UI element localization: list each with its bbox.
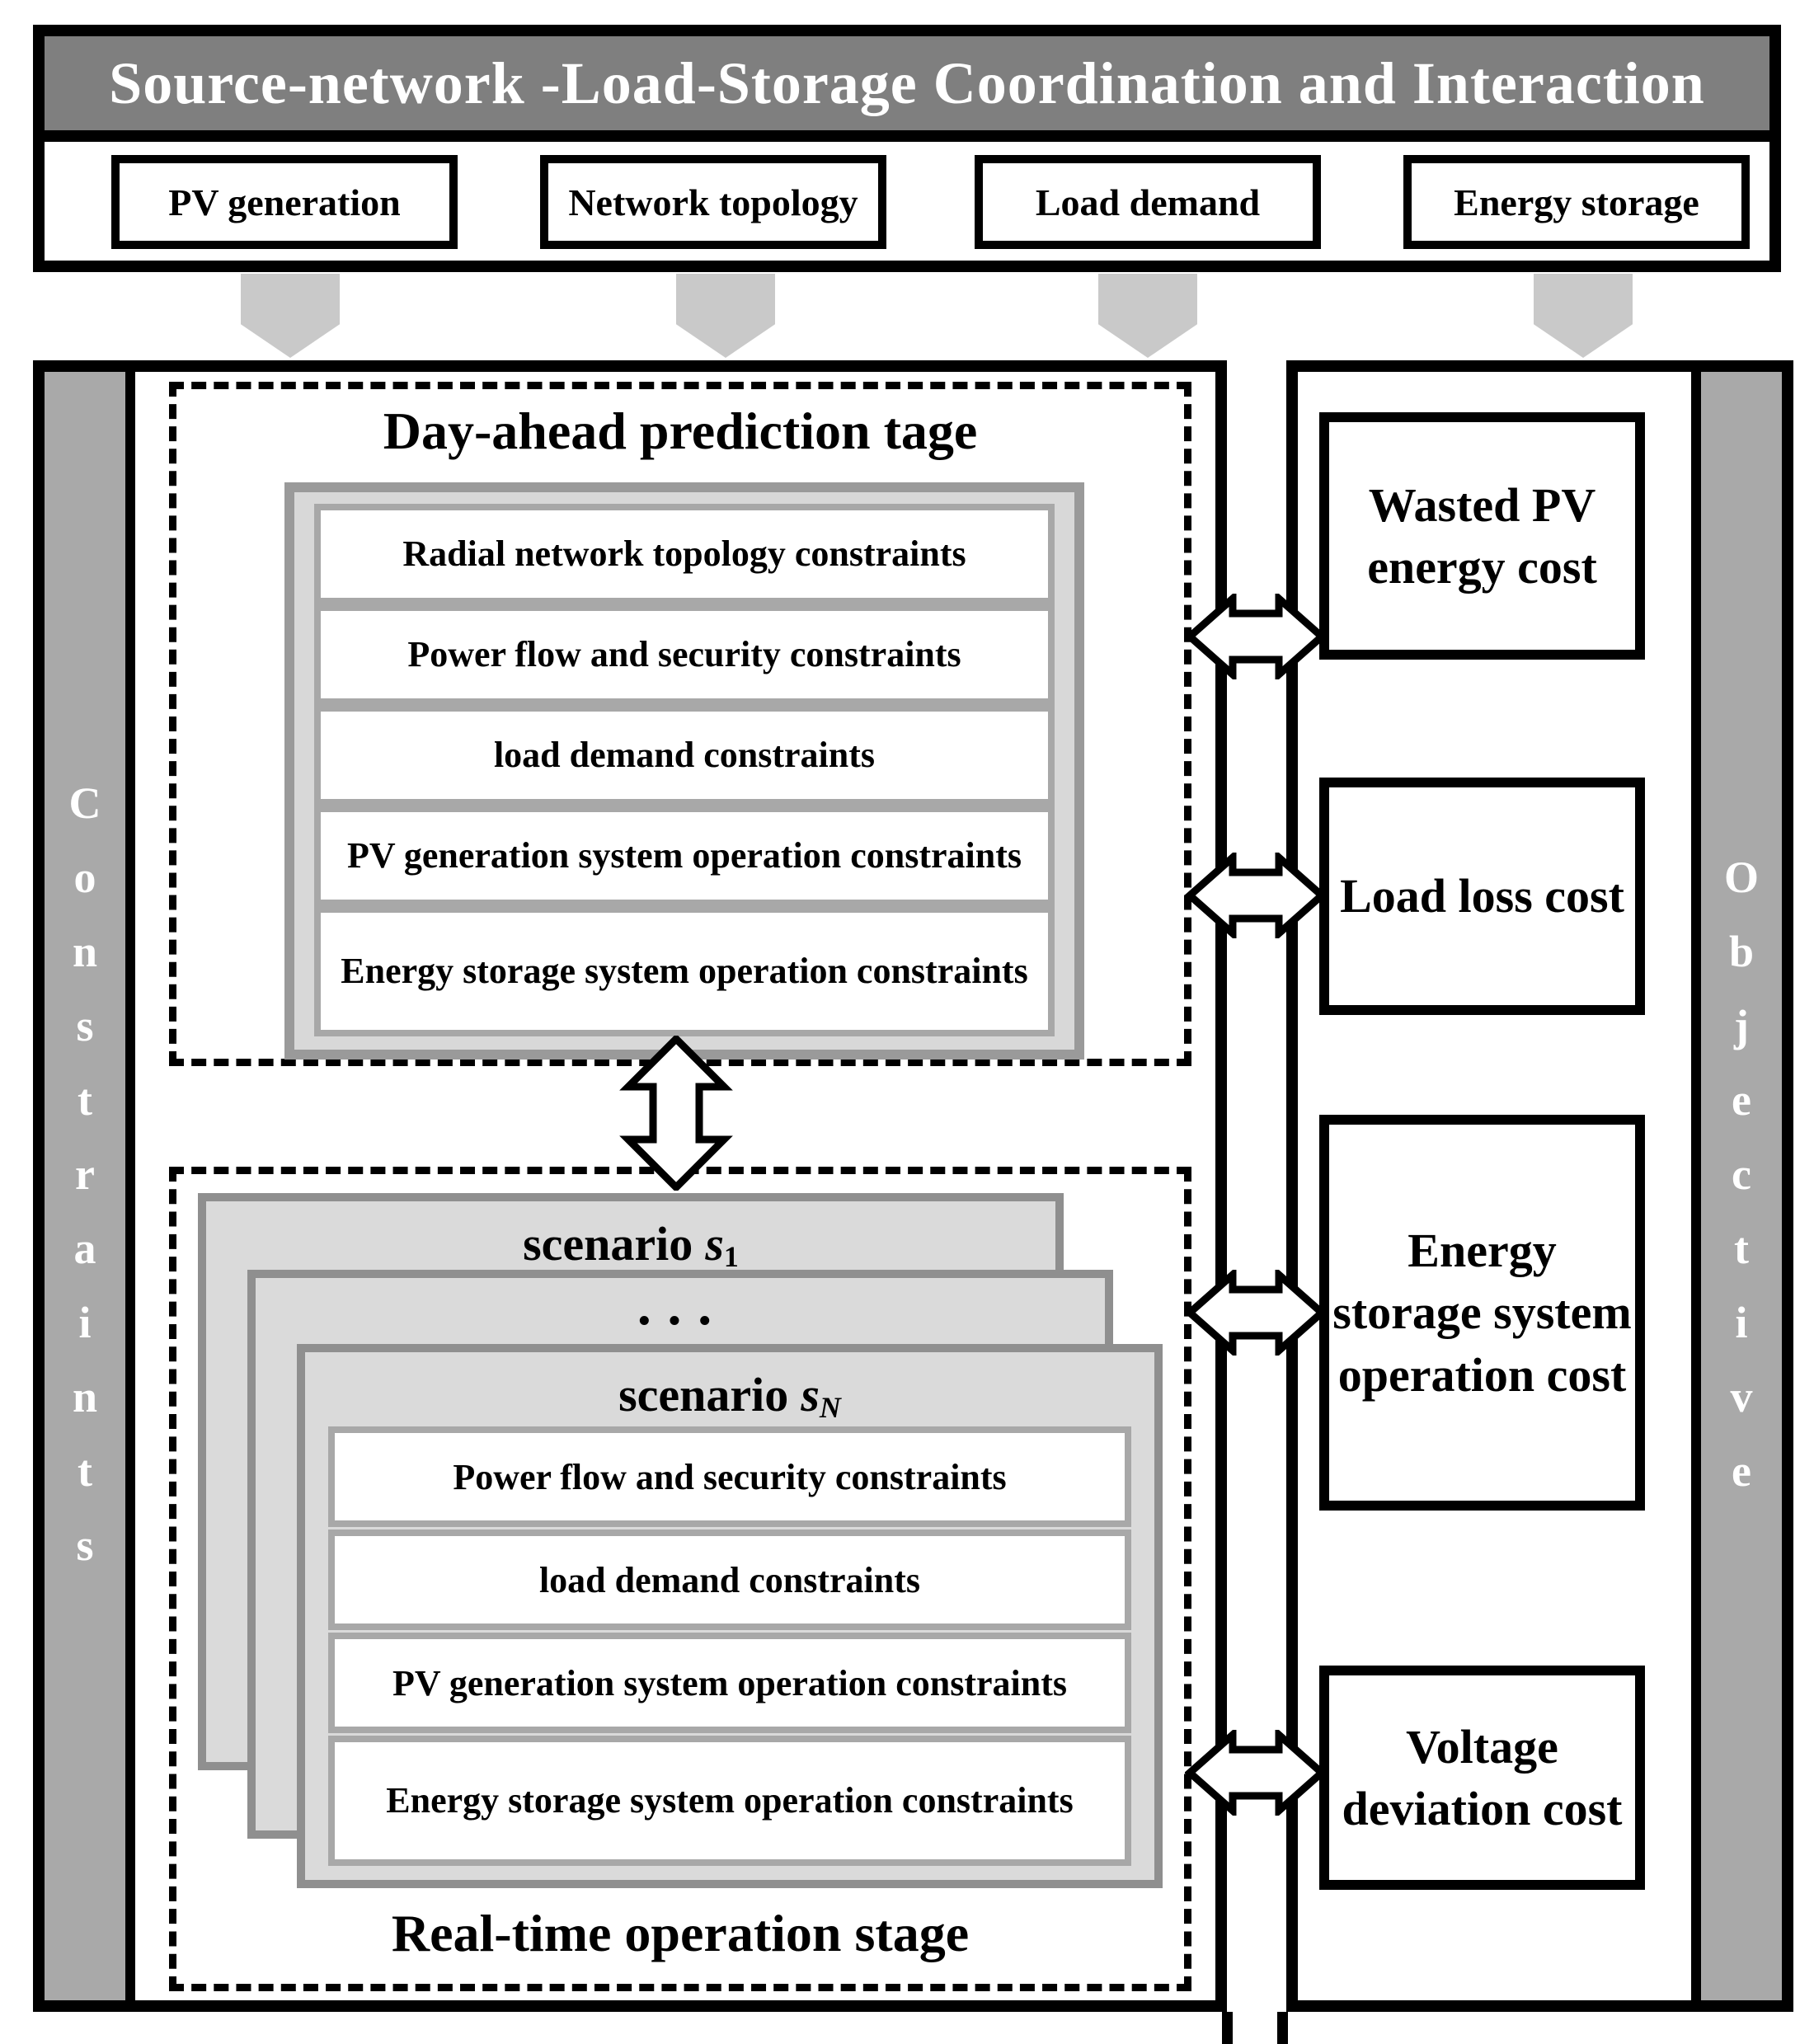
down-arrow-icon: [1534, 274, 1633, 358]
source-label: Load demand: [1035, 181, 1261, 223]
banner-title: Source-network -Load-Storage Coordinatio…: [45, 36, 1769, 142]
double-arrow-vertical-icon: [619, 1036, 733, 1191]
real-time-constraints-container: Power flow and security constraints load…: [305, 1424, 1154, 1880]
source-box-load-demand: Load demand: [975, 155, 1321, 249]
border-stub: [1277, 2012, 1288, 2044]
constraints-panel: Constraints Day-ahead prediction tage Ra…: [33, 360, 1227, 2012]
double-arrow-horizontal-icon: [1185, 1270, 1327, 1356]
objective-box-storage-cost: Energy storage system operation cost: [1319, 1115, 1645, 1511]
objective-side-strip: Objective: [1691, 372, 1782, 2000]
constraint-box: Radial network topology constraints: [314, 504, 1055, 604]
source-box-network-topology: Network topology: [540, 155, 886, 249]
constraint-box: Energy storage system operation constrai…: [314, 906, 1055, 1036]
constraints-side-strip: Constraints: [45, 372, 135, 2000]
down-arrow-icon: [676, 274, 775, 358]
constraint-box: load demand constraints: [314, 705, 1055, 806]
double-arrow-horizontal-icon: [1185, 594, 1327, 679]
objective-panel: Objective Wasted PV energy cost Load los…: [1286, 360, 1793, 2012]
source-box-energy-storage: Energy storage: [1403, 155, 1750, 249]
double-arrow-horizontal-icon: [1185, 853, 1327, 938]
day-ahead-constraints-container: Radial network topology constraints Powe…: [284, 482, 1084, 1060]
constraint-box: PV generation system operation constrain…: [328, 1633, 1131, 1734]
real-time-stage-title: Real-time operation stage: [391, 1904, 970, 1962]
constraint-box: load demand constraints: [328, 1529, 1131, 1631]
constraint-box: Power flow and security constraints: [314, 604, 1055, 705]
constraints-side-label: Constraints: [60, 778, 110, 1595]
source-label: Energy storage: [1454, 181, 1699, 223]
banner-title-text: Source-network -Load-Storage Coordinatio…: [109, 49, 1705, 116]
border-stub: [1222, 2012, 1233, 2044]
objective-box-wasted-pv: Wasted PV energy cost: [1319, 412, 1645, 660]
coordination-banner-box: Source-network -Load-Storage Coordinatio…: [33, 25, 1781, 272]
source-label: Network topology: [568, 181, 858, 223]
down-arrow-icon: [1098, 274, 1197, 358]
scenario-ellipsis: ···: [634, 1289, 726, 1351]
constraint-box: Power flow and security constraints: [328, 1426, 1131, 1528]
objective-side-label: Objective: [1717, 852, 1766, 1520]
constraint-box: PV generation system operation constrain…: [314, 806, 1055, 906]
objective-box-load-loss: Load loss cost: [1319, 778, 1645, 1015]
day-ahead-stage-box: Day-ahead prediction tage Radial network…: [169, 382, 1191, 1066]
down-arrow-icon: [241, 274, 340, 358]
day-ahead-stage-title: Day-ahead prediction tage: [383, 402, 978, 460]
objective-box-voltage-dev: Voltage deviation cost: [1319, 1666, 1645, 1890]
source-box-pv-generation: PV generation: [111, 155, 458, 249]
constraint-box: Energy storage system operation constrai…: [328, 1736, 1131, 1867]
double-arrow-horizontal-icon: [1185, 1730, 1327, 1816]
source-label: PV generation: [168, 181, 401, 223]
